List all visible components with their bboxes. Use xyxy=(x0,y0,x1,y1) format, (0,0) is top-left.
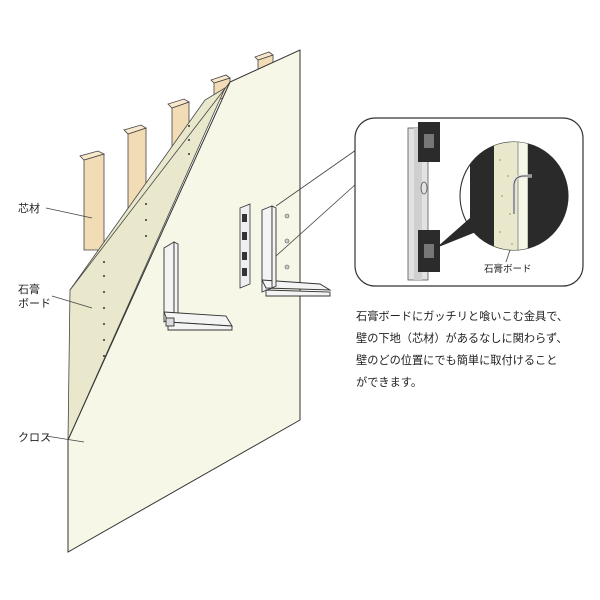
label-gypsum-board: 石膏 xyxy=(18,283,40,296)
stud-1-top xyxy=(79,150,106,161)
stud-5-top xyxy=(254,51,274,61)
label-gypsum-board-line2: ボード xyxy=(18,297,51,310)
description-line: ができます。 xyxy=(356,376,423,389)
detail-box xyxy=(354,117,584,287)
gypsum-board-edge xyxy=(69,81,231,291)
description-line: 壁の下地（芯材）があるなしに関わらず、 xyxy=(356,332,568,345)
bracket-right xyxy=(261,205,332,297)
label-cloth: クロス xyxy=(18,431,51,444)
bracket-left xyxy=(163,241,233,331)
wall-rail xyxy=(239,203,251,289)
description-line: 石膏ボードにガッチリと喰いこむ金具で、 xyxy=(356,310,569,323)
board-screws xyxy=(103,125,190,357)
stud-2-top xyxy=(123,124,147,135)
callout-lines xyxy=(275,149,357,257)
stud-4-top xyxy=(210,74,231,84)
description-text: 石膏ボードにガッチリと喰いこむ金具で、 壁の下地（芯材）があるなしに関わらず、 … xyxy=(356,306,592,394)
description-line: 壁のどの位置にでも簡単に取付けること xyxy=(356,354,558,367)
stud-3-top xyxy=(167,98,190,109)
wall-screw-heads xyxy=(284,213,290,270)
stud-1 xyxy=(83,153,105,251)
label-leaders xyxy=(45,207,93,443)
label-core-material: 芯材 xyxy=(18,202,40,215)
detail-caption: 石膏ボード xyxy=(484,264,532,275)
